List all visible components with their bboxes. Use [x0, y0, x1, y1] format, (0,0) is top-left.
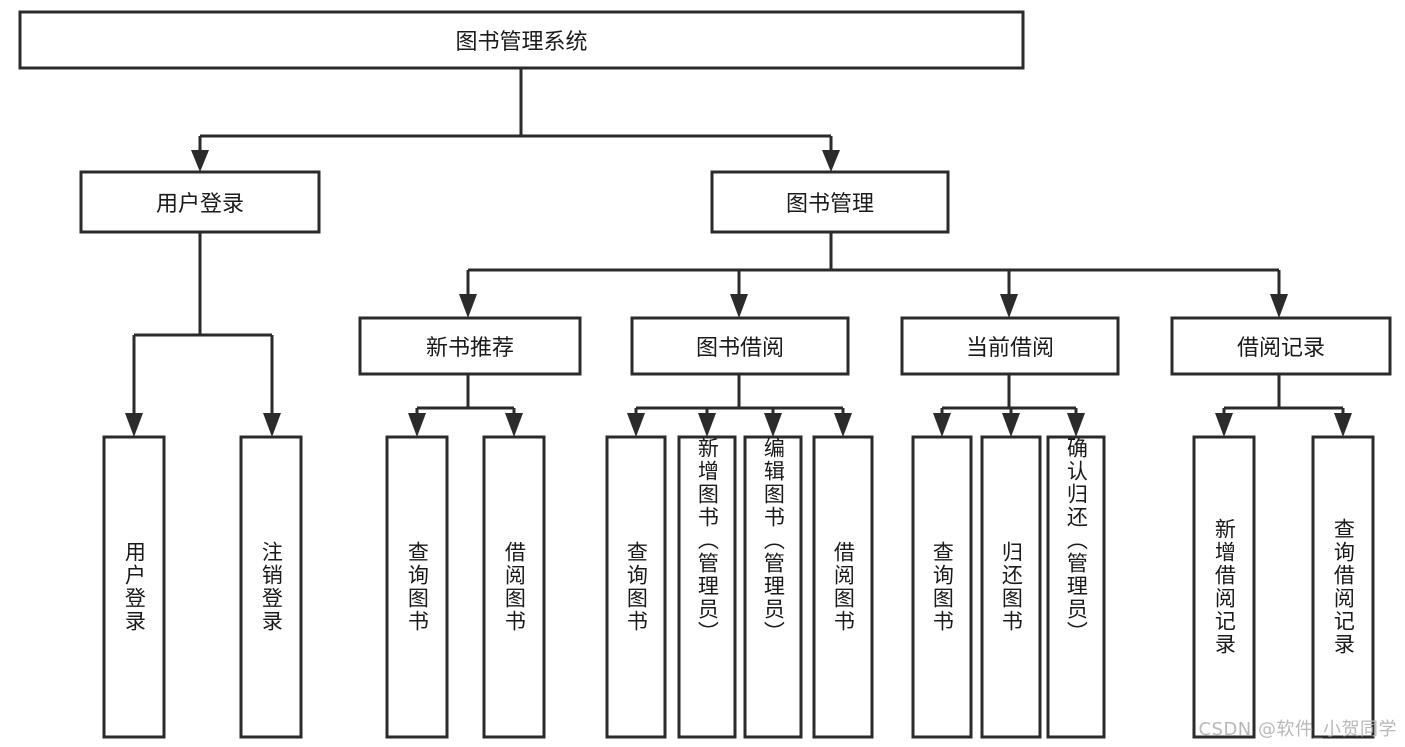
- leaf-box-query-borrow-record[interactable]: [1311, 435, 1375, 739]
- arrowhead-leaf-borrow-book-1: [505, 413, 523, 437]
- arrowhead-leaf-query-book-2: [627, 413, 645, 437]
- arrowhead-to-borrow-record: [1270, 294, 1288, 318]
- node-box-new-book-recommend[interactable]: [358, 316, 582, 376]
- arrowhead-leaf-query-book-3: [933, 413, 951, 437]
- leaf-box-confirm-return-admin[interactable]: [1046, 435, 1106, 739]
- arrowhead-root-to-user-login: [191, 150, 209, 172]
- arrowhead-root-to-book-mgmt: [822, 150, 840, 172]
- leaf-box-query-book-2[interactable]: [605, 435, 667, 739]
- arrowhead-leaf-add-record: [1215, 413, 1233, 437]
- arrowhead-leaf-borrow-book-2: [834, 413, 852, 437]
- node-box-borrow-record[interactable]: [1170, 316, 1392, 376]
- arrowhead-to-book-borrow: [730, 294, 748, 318]
- node-box-user-login[interactable]: [79, 170, 321, 234]
- arrowhead-leaf-add-book: [698, 413, 716, 437]
- node-box-current-borrow[interactable]: [900, 316, 1120, 376]
- arrowhead-leaf-logout: [263, 413, 281, 437]
- leaf-box-borrow-book-2[interactable]: [812, 435, 874, 739]
- arrowhead-leaf-edit-book: [764, 413, 782, 437]
- leaf-box-borrow-book-1[interactable]: [482, 435, 546, 739]
- leaf-box-return-book[interactable]: [980, 435, 1042, 739]
- leaf-box-add-book-admin[interactable]: [677, 435, 737, 739]
- connector-group-borrow-record: [1215, 374, 1352, 437]
- arrowhead-to-new-book-rec: [459, 294, 477, 318]
- leaf-box-add-borrow-record[interactable]: [1192, 435, 1256, 739]
- connector-group-book-borrow: [627, 374, 852, 437]
- connector-group-current-borrow: [933, 374, 1085, 437]
- arrowhead-leaf-user-login: [125, 413, 143, 437]
- connector-group-root: [191, 68, 840, 172]
- node-box-root[interactable]: [18, 10, 1025, 70]
- connector-group-new-book-rec: [408, 374, 523, 437]
- arrowhead-leaf-query-book-1: [408, 413, 426, 437]
- connector-group-book-mgmt: [459, 232, 1288, 318]
- leaf-box-query-book-3[interactable]: [911, 435, 973, 739]
- arrowhead-leaf-query-record: [1334, 413, 1352, 437]
- leaf-box-query-book-1[interactable]: [385, 435, 449, 739]
- node-box-book-management[interactable]: [710, 170, 950, 234]
- arrowhead-leaf-confirm-return: [1067, 413, 1085, 437]
- arrowhead-to-current-borrow: [1000, 294, 1018, 318]
- leaf-box-edit-book-admin[interactable]: [743, 435, 803, 739]
- connector-group-user-login: [125, 232, 281, 437]
- leaf-box-user-login[interactable]: [102, 435, 166, 739]
- arrowhead-leaf-return-book: [1002, 413, 1020, 437]
- node-box-book-borrow[interactable]: [630, 316, 850, 376]
- leaf-box-logout[interactable]: [239, 435, 303, 739]
